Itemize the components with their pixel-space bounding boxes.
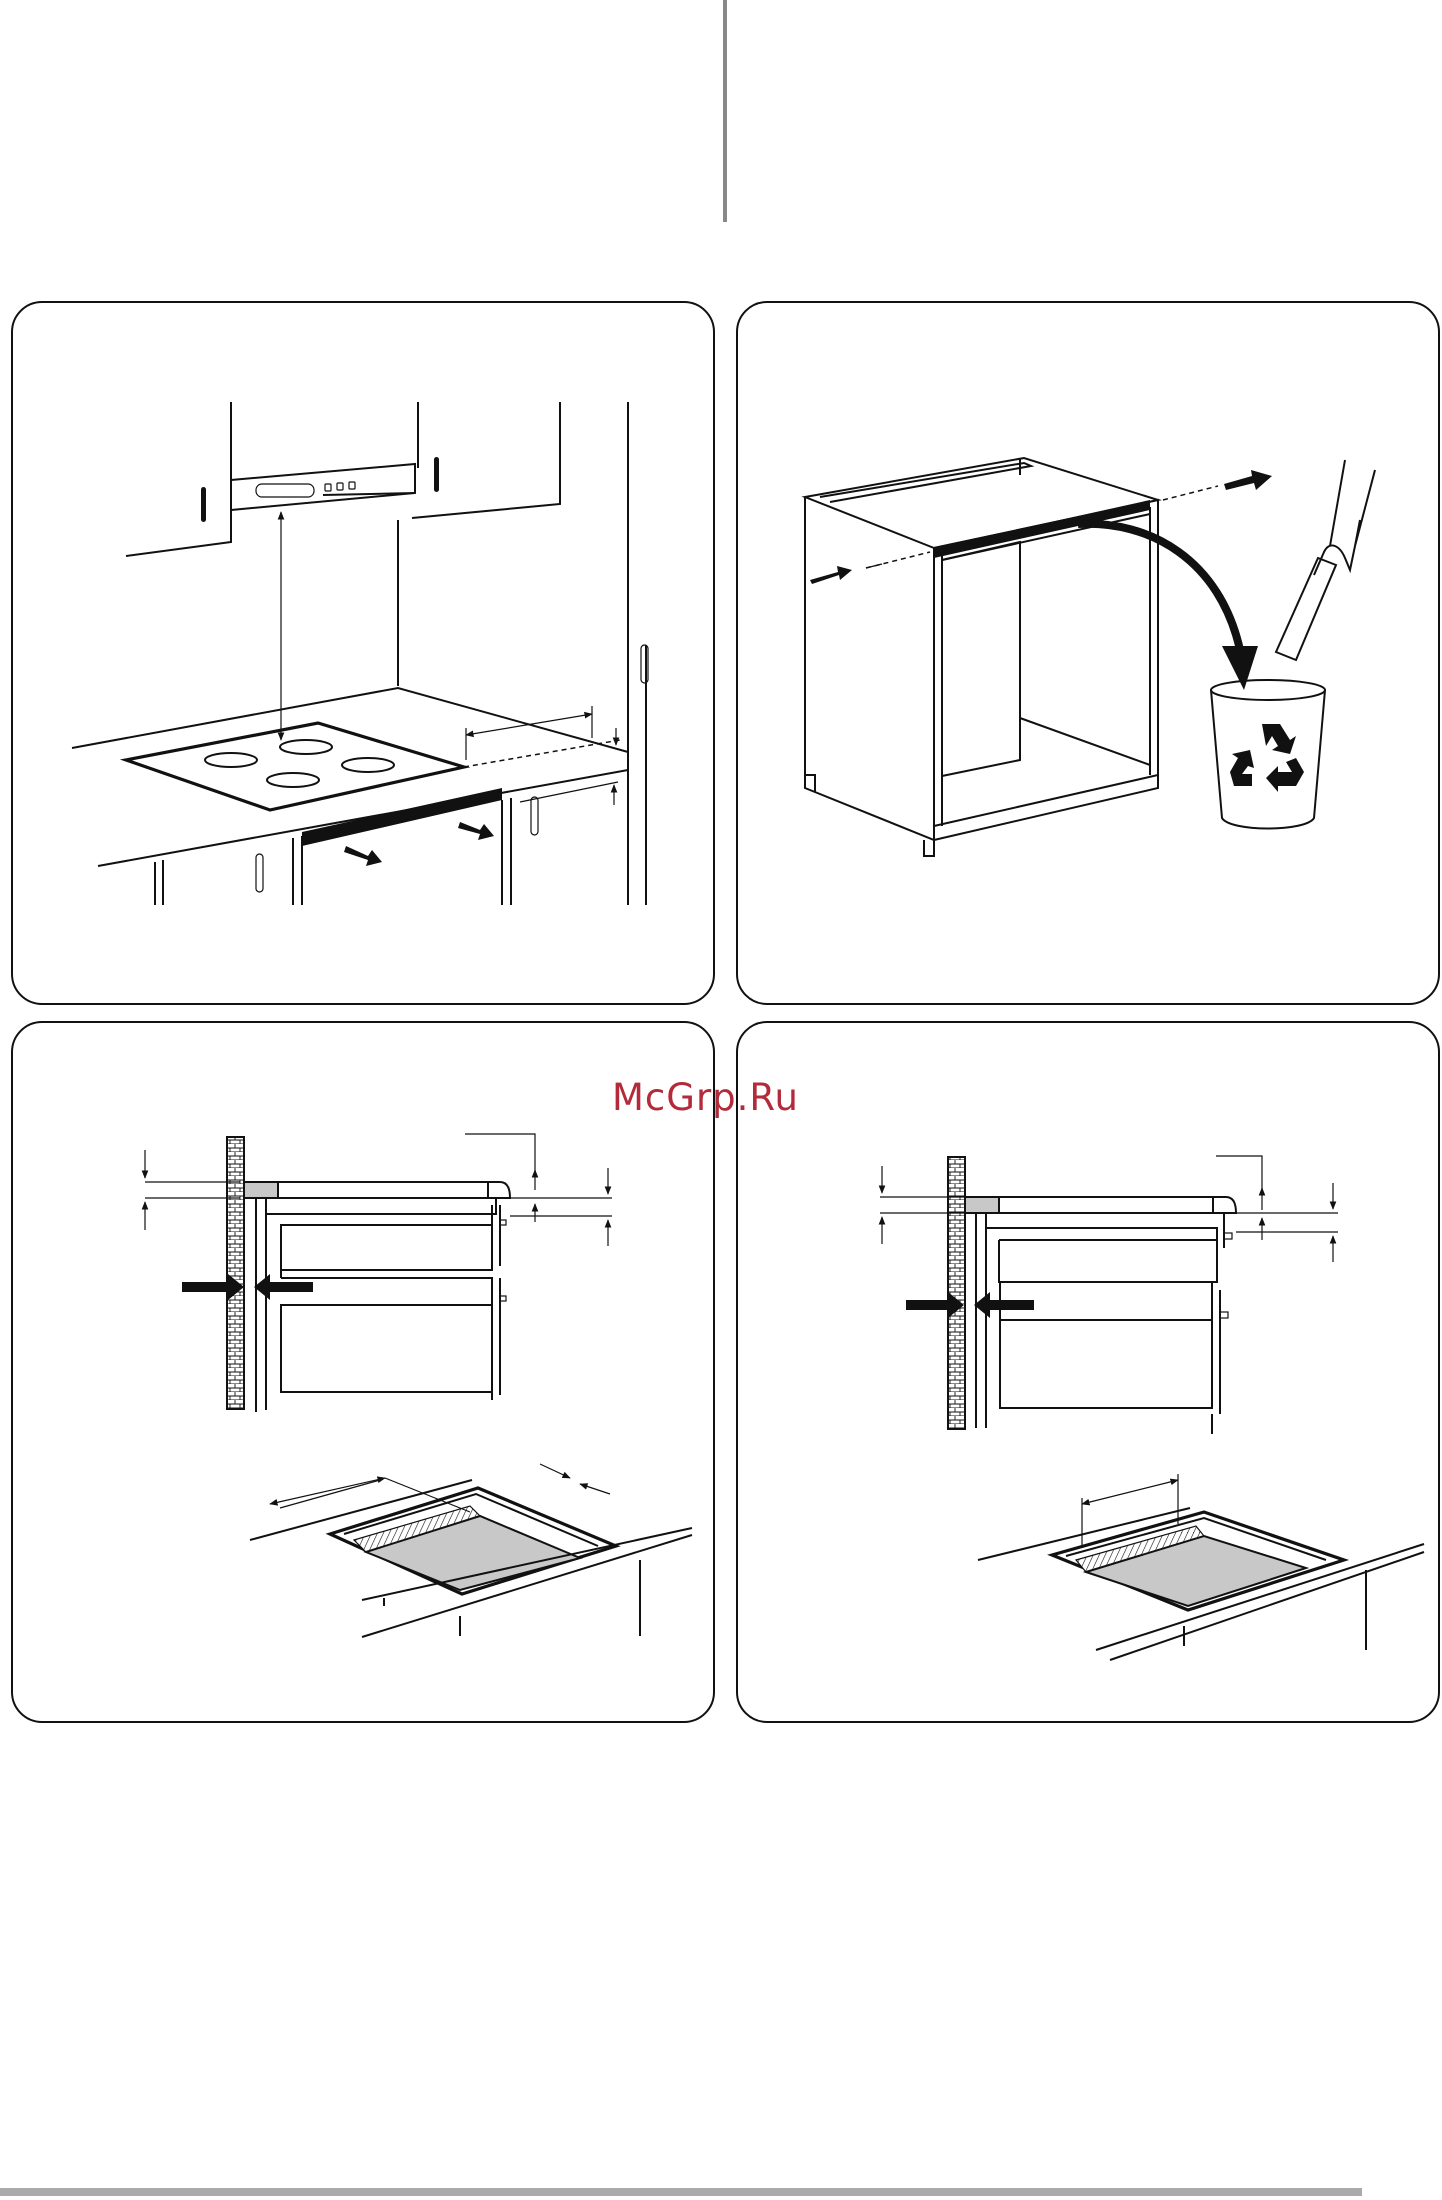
watermark-text: McGrp.Ru — [612, 1076, 799, 1119]
footer-bar — [0, 2188, 1362, 2196]
section-drawer-illustration — [145, 1134, 692, 1637]
kitchen-hob-illustration — [72, 402, 648, 905]
section-oven-illustration — [880, 1156, 1424, 1660]
panel-frame-3 — [12, 1022, 714, 1722]
cabinet-recycle-illustration — [805, 458, 1375, 856]
panel-frame-4 — [737, 1022, 1439, 1722]
panel-frame-1 — [12, 302, 714, 1004]
panel-frame-2 — [737, 302, 1439, 1004]
